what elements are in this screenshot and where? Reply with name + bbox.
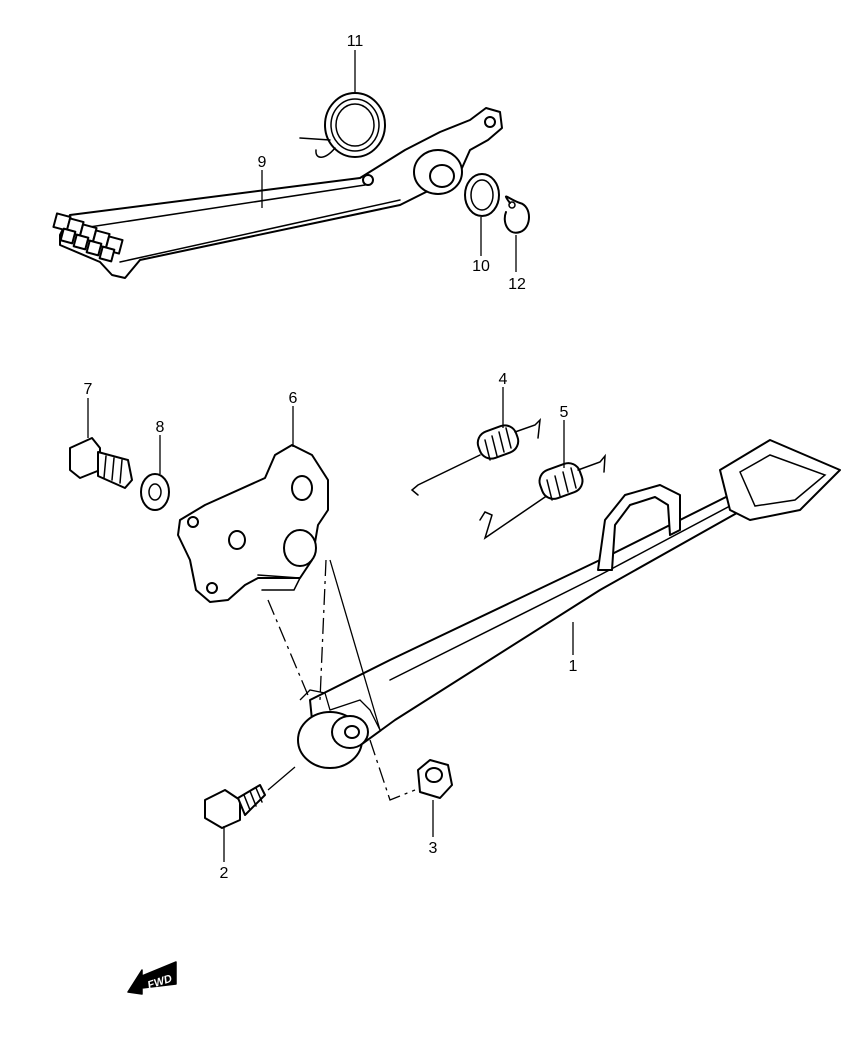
part-12-circlip[interactable] [503, 195, 530, 234]
part-10-washer[interactable] [464, 173, 500, 217]
part-9-brake-pedal[interactable] [52, 107, 503, 279]
callout-1: 1 [569, 658, 578, 675]
part-4-stand-spring[interactable] [410, 417, 541, 496]
callout-11: 11 [347, 33, 364, 50]
callout-5: 5 [560, 404, 569, 421]
assembly-leader-lines [267, 559, 416, 801]
fwd-arrow-indicator: FWD [127, 961, 177, 995]
callout-9: 9 [258, 154, 267, 171]
part-1-side-stand[interactable] [297, 439, 841, 769]
part-7-bolt[interactable] [69, 437, 133, 489]
callout-2: 2 [220, 865, 229, 882]
callout-10: 10 [472, 258, 490, 275]
part-3-nut[interactable] [417, 759, 453, 799]
pedal-tread [52, 212, 124, 263]
callout-6: 6 [289, 390, 298, 407]
part-6-stand-bracket[interactable] [177, 444, 329, 603]
callout-leaders [87, 50, 574, 862]
callout-8: 8 [156, 419, 165, 436]
part-11-return-spring[interactable] [299, 92, 386, 158]
callout-4: 4 [499, 371, 508, 388]
part-8-washer[interactable] [140, 473, 170, 511]
callout-3: 3 [429, 840, 438, 857]
callout-7: 7 [84, 381, 93, 398]
part-2-pivot-bolt[interactable] [204, 784, 266, 829]
part-5-stand-spring[interactable] [479, 453, 606, 540]
callout-12: 12 [508, 276, 526, 293]
